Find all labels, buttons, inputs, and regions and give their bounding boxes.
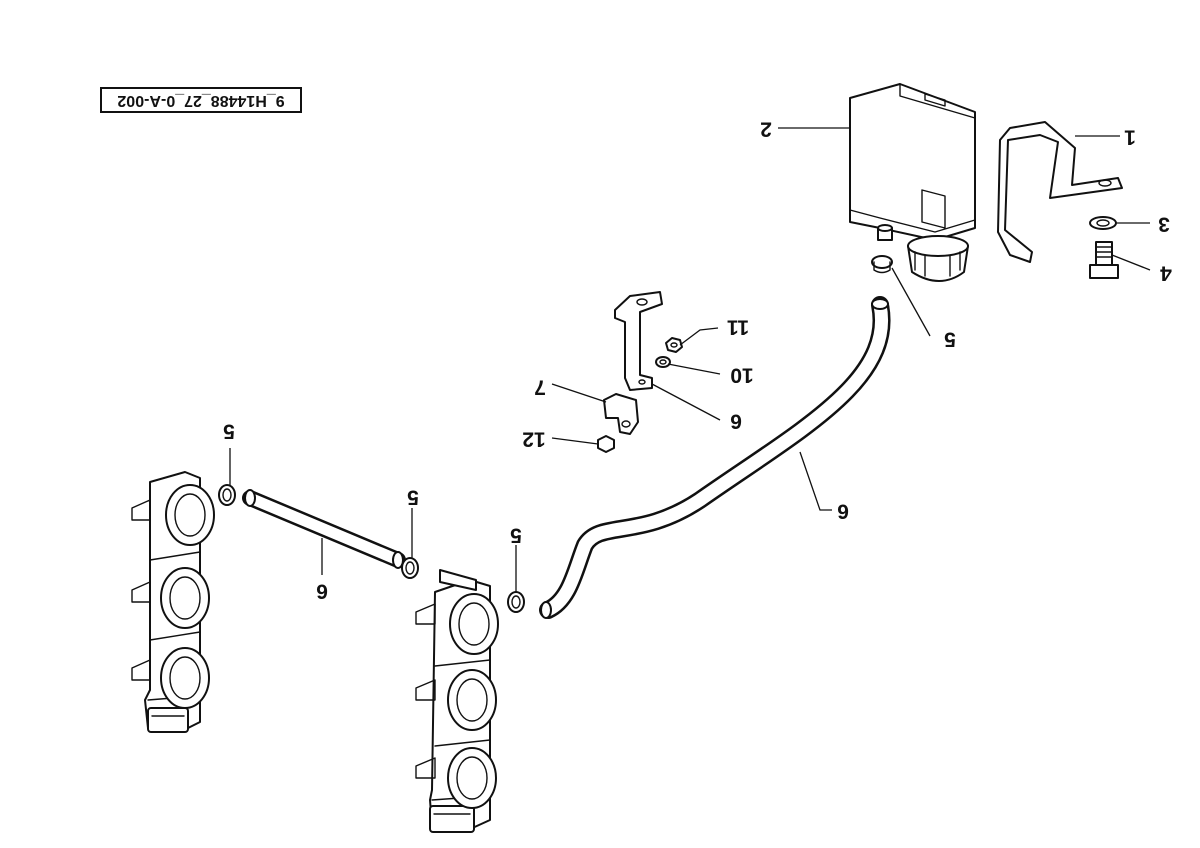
- washer: [1089, 216, 1117, 230]
- expansion-tank: [849, 83, 976, 282]
- hose-clamp-right: [507, 591, 525, 613]
- leader-lines: [229, 127, 1151, 592]
- clip-nut: [597, 435, 615, 453]
- bolt: [1089, 241, 1119, 279]
- callout-label: 5: [944, 327, 956, 350]
- callout-label: 6: [837, 499, 849, 522]
- callout-label: 4: [1160, 261, 1172, 284]
- callout-label: 11: [727, 315, 750, 338]
- manifold-left: [131, 471, 215, 733]
- long-hose: [539, 296, 891, 619]
- drawing-reference-code: 9_H14488_27_0-A-002: [117, 92, 284, 109]
- callout-label: 5: [407, 485, 419, 508]
- bracket: [614, 291, 663, 391]
- callout-labels: 1 2 3 4 5 6 7 10 11 12 6 5 5 6 5: [223, 117, 1172, 602]
- callout-label: 3: [1158, 212, 1170, 235]
- short-hose: [242, 489, 406, 569]
- nut: [665, 337, 683, 353]
- callout-label: 1: [1124, 125, 1136, 148]
- hose-clamp-tank: [871, 255, 893, 274]
- callout-label: 5: [223, 419, 235, 442]
- callout-label: 2: [760, 117, 772, 140]
- manifold-right: [415, 569, 499, 833]
- callout-label: 10: [730, 363, 753, 386]
- callout-label: 7: [534, 375, 546, 398]
- hose-clamp-middle: [401, 557, 419, 579]
- callout-label: 6: [316, 579, 328, 602]
- drawing-reference-box: 9_H14488_27_0-A-002: [100, 87, 302, 113]
- callout-label: 12: [522, 427, 545, 450]
- callout-label: 5: [510, 523, 522, 546]
- hose-clamp-left: [218, 484, 236, 506]
- bracket-strap: [997, 121, 1123, 263]
- hose-clip: [603, 393, 639, 435]
- washer-small: [655, 356, 671, 368]
- callout-label: 6: [730, 409, 742, 432]
